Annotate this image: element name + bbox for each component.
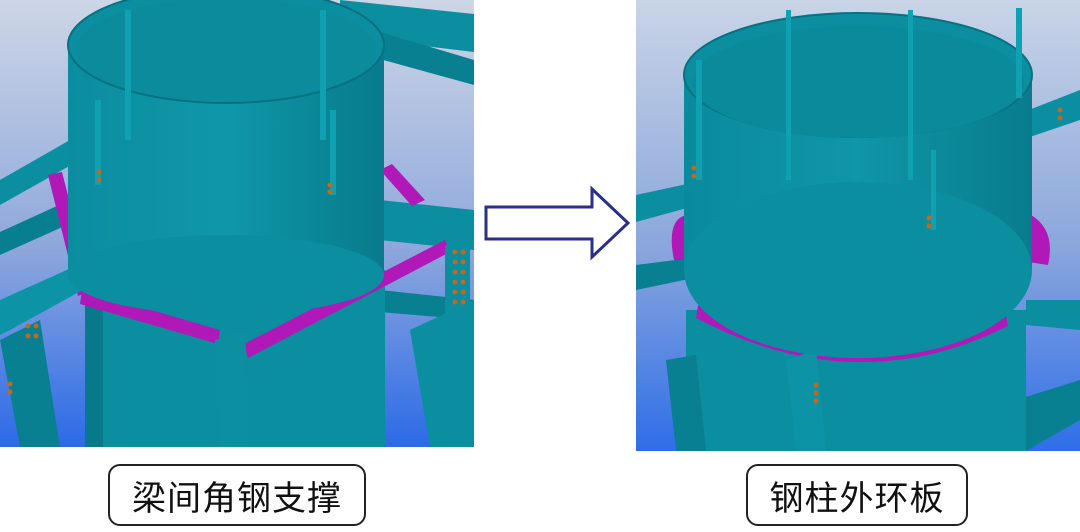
angle-brace: [80, 290, 220, 344]
beam: [215, 330, 250, 447]
column-shade: [85, 270, 103, 447]
cylinder-base: [684, 182, 1032, 358]
beam: [636, 258, 694, 290]
caption-angle-steel-bracing: 梁间角钢支撑: [108, 464, 366, 526]
stiffener: [908, 10, 913, 180]
cylinder-interior: [692, 26, 1024, 138]
render-right-outer-ring-plate: [636, 0, 1080, 451]
beam: [1026, 300, 1080, 330]
caption-outer-ring-plate: 钢柱外环板: [746, 464, 968, 526]
render-right-svg: [636, 0, 1080, 451]
stiffener: [320, 10, 326, 140]
stiffener: [1016, 8, 1022, 98]
beam: [0, 140, 80, 205]
cylinder-base: [68, 235, 384, 315]
right-arrow-icon: [484, 185, 631, 261]
beam: [380, 200, 474, 250]
beam: [666, 355, 706, 451]
angle-brace: [380, 164, 425, 206]
render-left-angle-steel-bracing: [0, 0, 474, 447]
beam: [786, 350, 826, 451]
stiffener: [786, 10, 791, 180]
stiffener: [696, 60, 702, 180]
stiffener: [931, 150, 936, 230]
stiffener: [95, 100, 101, 185]
beam: [636, 182, 698, 222]
render-left-svg: [0, 0, 474, 447]
bolt-group: [7, 169, 466, 395]
cylinder-interior: [76, 0, 376, 102]
beam: [0, 320, 60, 447]
stiffener: [330, 110, 336, 195]
stiffener: [125, 10, 131, 140]
bolt-group: [691, 107, 1063, 404]
outer-ring-plate: [1028, 215, 1050, 265]
beam: [445, 245, 470, 447]
